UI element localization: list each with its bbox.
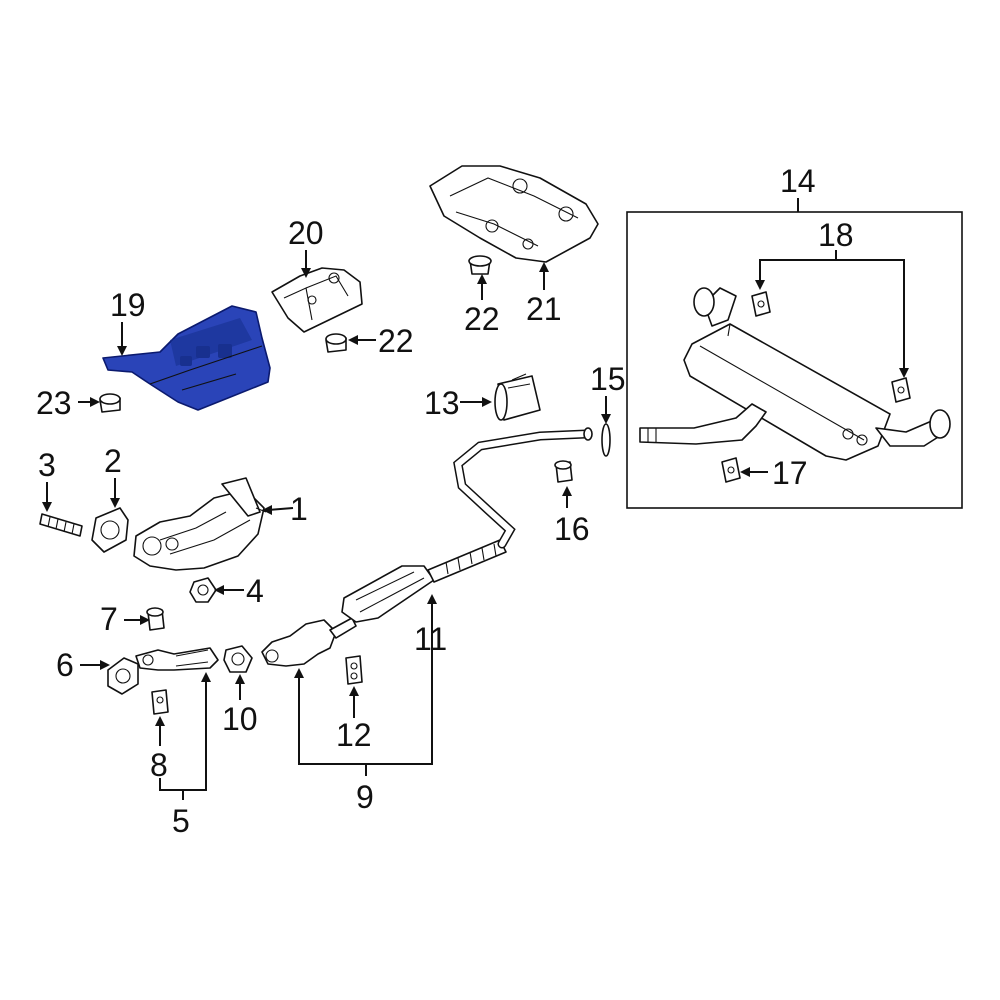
- nut-7[interactable]: [146, 607, 165, 631]
- hanger-8[interactable]: [151, 689, 169, 715]
- clamp-13[interactable]: [494, 373, 541, 421]
- muffler-14[interactable]: [639, 287, 951, 461]
- callout-4: 4: [246, 573, 264, 609]
- hanger-18-left[interactable]: [751, 291, 771, 317]
- callout-7: 7: [100, 601, 118, 637]
- callout-9: 9: [356, 779, 374, 815]
- catalytic-converter-1[interactable]: [133, 477, 267, 571]
- callout-6: 6: [56, 647, 74, 683]
- hanger-12[interactable]: [345, 655, 363, 685]
- callout-13: 13: [424, 385, 460, 421]
- gasket-10[interactable]: [223, 645, 253, 673]
- callout-2: 2: [104, 443, 122, 479]
- callout-22-top: 22: [464, 301, 500, 337]
- front-pipe-5[interactable]: [135, 647, 219, 671]
- callout-19: 19: [110, 287, 146, 323]
- nut-23[interactable]: [99, 393, 121, 413]
- callout-20: 20: [288, 215, 324, 251]
- hanger-18-right[interactable]: [891, 377, 911, 403]
- nut-4[interactable]: [189, 577, 217, 603]
- callout-17: 17: [772, 455, 808, 491]
- stud-3[interactable]: [39, 513, 83, 537]
- callout-23: 23: [36, 385, 72, 421]
- callout-22-left: 22: [378, 323, 414, 359]
- nut-16[interactable]: [554, 460, 573, 483]
- hanger-17[interactable]: [721, 457, 741, 483]
- nut-22-top[interactable]: [468, 255, 492, 275]
- callout-21: 21: [526, 291, 562, 327]
- callout-1: 1: [290, 491, 308, 527]
- callout-3: 3: [38, 447, 56, 483]
- heat-shield-20[interactable]: [271, 267, 363, 333]
- callout-11: 11: [414, 621, 447, 657]
- callout-15: 15: [590, 361, 626, 397]
- callout-5: 5: [172, 803, 190, 839]
- underbody-shield-21[interactable]: [429, 165, 599, 263]
- callout-16: 16: [554, 511, 590, 547]
- callout-12: 12: [336, 717, 372, 753]
- gasket-15[interactable]: [601, 423, 611, 457]
- heat-shield-19[interactable]: [102, 305, 271, 411]
- callout-10: 10: [222, 701, 258, 737]
- muffler-assembly-box: [626, 211, 963, 509]
- center-pipe-9[interactable]: [261, 427, 593, 667]
- callout-14: 14: [780, 163, 816, 199]
- callout-labels: 1 2 3 4 5 6 7 8 9 10 11 12 13 14 15 16 1…: [36, 163, 854, 839]
- nut-22-left[interactable]: [325, 333, 347, 353]
- leader-lines: [42, 198, 909, 800]
- gasket-6[interactable]: [107, 657, 139, 695]
- gasket-2[interactable]: [91, 507, 129, 553]
- callout-18: 18: [818, 217, 854, 253]
- callout-8: 8: [150, 747, 168, 783]
